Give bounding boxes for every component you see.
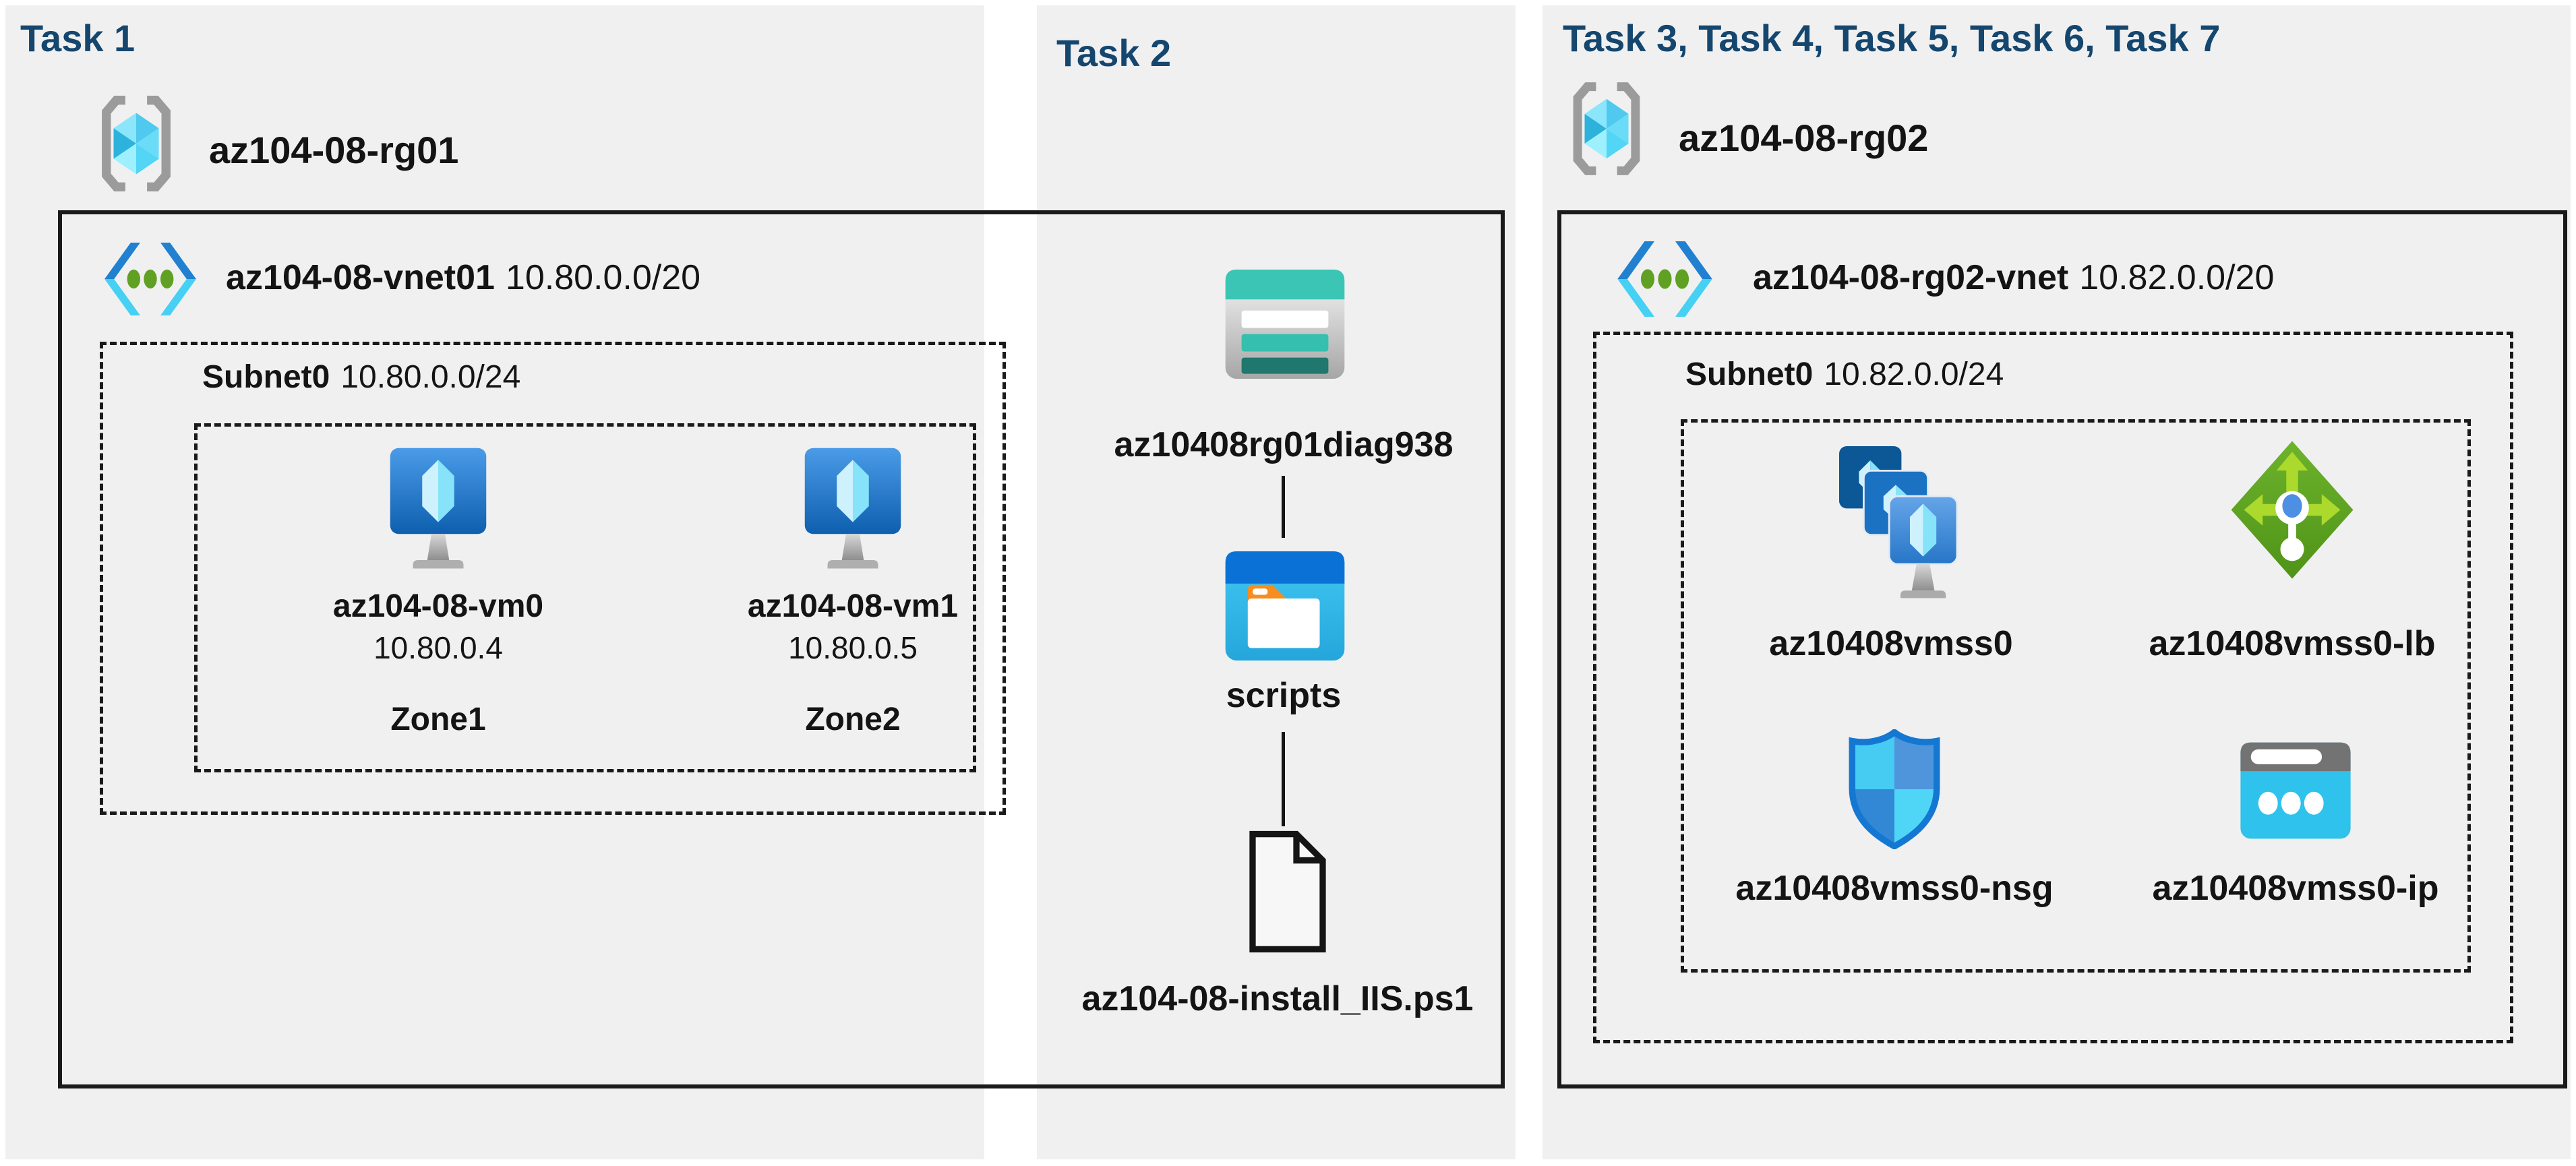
zones-box xyxy=(194,423,976,772)
virtual-network-icon xyxy=(100,243,201,315)
subnet0-box-rg01 xyxy=(100,342,1006,815)
vm0-ip: 10.80.0.4 xyxy=(373,630,503,665)
vm1-ip: 10.80.0.5 xyxy=(788,630,918,665)
subnet0-name-rg02: Subnet0 xyxy=(1685,357,1814,392)
vnet02-cidr: 10.82.0.0/20 xyxy=(2079,258,2275,297)
subnet0-name-rg01: Subnet0 xyxy=(202,359,330,395)
subnet0-cidr-rg02: 10.82.0.0/24 xyxy=(1824,357,2004,392)
task1-header: Task 1 xyxy=(20,17,136,59)
storage-account-icon xyxy=(1223,267,1347,381)
vm0-zone: Zone1 xyxy=(390,702,486,737)
rg01-boundary-box xyxy=(58,210,1505,1088)
connector-container-to-file xyxy=(1282,732,1285,826)
file-icon xyxy=(1244,828,1331,956)
script-file-label: az104-08-install_IIS.ps1 xyxy=(1081,979,1474,1018)
task2-header: Task 2 xyxy=(1056,32,1172,74)
vm0-name: az104-08-vm0 xyxy=(332,588,544,624)
task3-panel xyxy=(1542,5,2571,1159)
vmss-icon xyxy=(1820,441,1962,602)
connector-storage-to-container xyxy=(1282,476,1285,538)
rg02-label: az104-08-rg02 xyxy=(1679,117,1929,159)
vnet02-label: az104-08-rg02-vnet 10.82.0.0/20 xyxy=(1753,257,2274,298)
nsg-icon xyxy=(1845,729,1944,849)
task1-panel xyxy=(5,5,984,1159)
storage-account-label: az10408rg01diag938 xyxy=(1114,425,1454,464)
load-balancer-label: az10408vmss0-lb xyxy=(2149,624,2436,663)
virtual-network-icon xyxy=(1613,241,1717,317)
subnet0-box-rg02 xyxy=(1593,332,2513,1043)
resource-group-icon xyxy=(1563,80,1650,178)
subnet0-cidr-rg01: 10.80.0.0/24 xyxy=(340,359,521,395)
container-label: scripts xyxy=(1226,676,1342,715)
virtual-machine-icon xyxy=(388,446,489,573)
task3-header: Task 3, Task 4, Task 5, Task 6, Task 7 xyxy=(1563,17,2221,59)
load-balancer-icon xyxy=(2228,438,2356,582)
vnet01-label: az104-08-vnet01 10.80.0.0/20 xyxy=(226,257,700,298)
public-ip-label: az10408vmss0-ip xyxy=(2152,869,2439,908)
vmss-resources-box xyxy=(1681,419,2471,973)
vmss-label: az10408vmss0 xyxy=(1769,624,2013,663)
subnet0-label-rg01: Subnet0 10.80.0.0/24 xyxy=(202,359,520,396)
vnet01-name: az104-08-vnet01 xyxy=(226,258,495,297)
nsg-label: az10408vmss0-nsg xyxy=(1735,869,2054,908)
vm1-zone: Zone2 xyxy=(805,702,901,737)
rg01-label: az104-08-rg01 xyxy=(209,129,459,171)
blob-container-icon xyxy=(1223,549,1347,663)
vnet02-name: az104-08-rg02-vnet xyxy=(1753,258,2069,297)
virtual-machine-icon xyxy=(802,446,903,573)
rg02-boundary-box xyxy=(1557,210,2567,1088)
vm1-name: az104-08-vm1 xyxy=(747,588,959,624)
vnet01-cidr: 10.80.0.0/20 xyxy=(505,258,701,297)
resource-group-icon xyxy=(91,93,181,194)
subnet0-label-rg02: Subnet0 10.82.0.0/24 xyxy=(1685,356,2004,393)
public-ip-icon xyxy=(2238,740,2353,841)
